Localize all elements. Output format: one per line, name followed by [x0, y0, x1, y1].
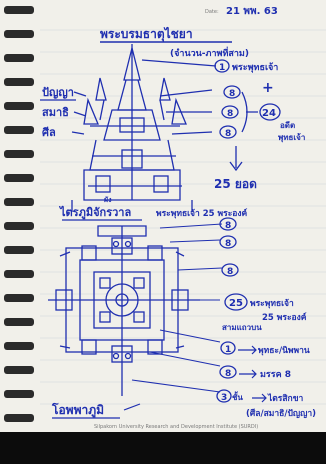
date-value: 21 พพ. 63: [226, 6, 278, 17]
twentyfour-note-1: อดีต: [280, 120, 295, 130]
plan-pointer-lines: [131, 223, 223, 393]
twentyfour-note-2: พุทธเจ้า: [278, 132, 305, 143]
bubble-twentyfour-number: 24: [262, 108, 276, 119]
bubble-one-top-text: พระพุทธเจ้า: [232, 62, 278, 73]
legend-8-text: มรรค 8: [260, 370, 291, 380]
plan-note: พระพุทธเจ้า 25 พระองค์: [156, 208, 248, 219]
bubble-one-top: [214, 59, 230, 73]
legend-3-bubble: [216, 389, 232, 403]
bottom-arrow: [123, 403, 141, 411]
legend-1-number: 1: [225, 345, 231, 355]
twentyfive-total: 25 ยอด: [214, 177, 257, 191]
bubble-eight-1-number: 8: [229, 89, 235, 99]
plan-bubble-eight-3-number: 8: [227, 267, 233, 277]
bubble-one-top-number: 1: [219, 63, 225, 73]
plan-bubble-eight-2: [219, 235, 237, 249]
legend-3-text-1: ไตรสิกขา: [267, 393, 304, 404]
bubble-twentyfour: [259, 103, 281, 121]
stupa-elevation-sketch: [71, 44, 193, 212]
legend-1-bubble: [220, 341, 236, 355]
bottom-dark-band: [0, 432, 326, 464]
legend-3-prefix: ชั้น: [232, 391, 243, 402]
legend-25-text-1: พระพุทธเจ้า: [250, 298, 294, 309]
left-label-arrows: [71, 91, 87, 135]
left-label-samadhi: สมาธิ: [42, 106, 69, 119]
bubble-eight-1: [223, 85, 241, 99]
legend-25-bubble: [224, 293, 248, 311]
left-label-panya: ปัญญา: [42, 86, 74, 99]
legend-8-bubble: [219, 365, 237, 379]
legend-3-text-2: (ศีล/สมาธิ/ปัญญา): [246, 408, 316, 419]
legend-25-text-3: สามแถวบน: [222, 323, 262, 332]
plan-bubble-eight-2-number: 8: [225, 239, 231, 249]
plan-bubble-eight-1: [219, 217, 237, 231]
bubble-eight-2-number: 8: [227, 109, 233, 119]
page-title: พระบรมธาตุไชยา: [100, 26, 193, 42]
legend-25-number: 25: [229, 298, 243, 309]
plan-title-small: ผัง: [104, 196, 112, 204]
legend-1-text: พุทธะ/นิพพาน: [258, 345, 310, 356]
plan-title: ไตรภูมิจักรวาล: [58, 205, 131, 220]
legend-1-arrow: [238, 345, 257, 355]
page-subtitle: (จำนวน-ภาพที่สาม): [170, 46, 249, 59]
down-arrow-total: [229, 146, 243, 172]
ruled-lines: [40, 29, 326, 405]
watermark-text: Silpakorn University Research and Develo…: [94, 424, 258, 430]
left-label-sila: ศีล: [42, 126, 56, 139]
bubble-eight-3-number: 8: [225, 129, 231, 139]
plus-sign: +: [262, 80, 274, 96]
legend-8-arrow: [239, 369, 257, 379]
plan-bubble-eight-3: [221, 263, 239, 277]
bubble-eight-2: [221, 105, 239, 119]
spiral-binding: [4, 6, 34, 422]
bubble-eight-3: [219, 125, 237, 139]
plan-bubble-eight-1-number: 8: [225, 221, 231, 231]
brace-to-24: [241, 91, 258, 133]
bottom-label: โอพพาภูมิ: [51, 402, 104, 418]
legend-3-number: 3: [221, 393, 227, 403]
legend-25-text-2: 25 พระองค์: [262, 312, 307, 323]
date-label: Date:: [205, 9, 219, 15]
legend-8-number: 8: [225, 369, 231, 379]
legend-3-arrow: [252, 393, 267, 403]
stupa-pointer-lines: [141, 59, 217, 135]
